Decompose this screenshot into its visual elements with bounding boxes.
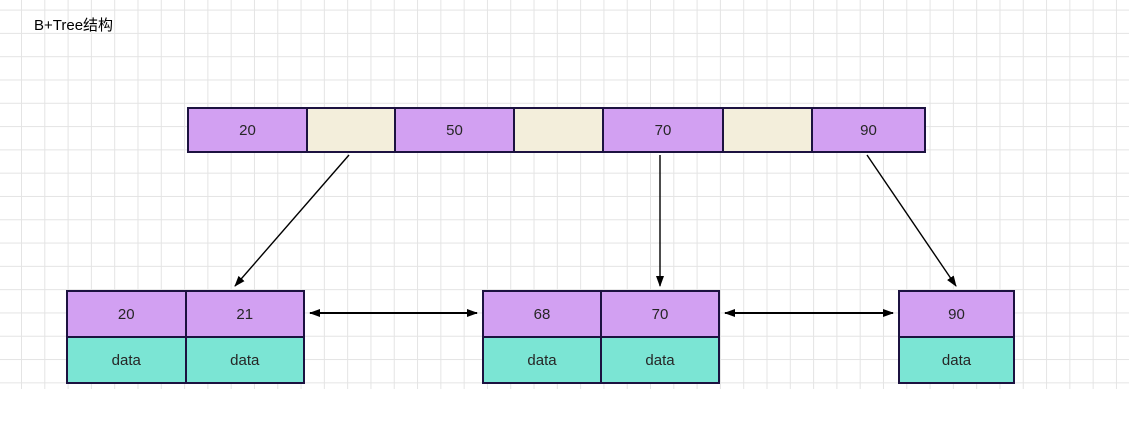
root-key-cell[interactable]: 20	[189, 109, 306, 151]
leaf-3-key-row: 90	[900, 292, 1013, 336]
leaf-3-data-row: data	[900, 336, 1013, 382]
leaf-data-cell[interactable]: data	[484, 338, 600, 382]
diagram-title: B+Tree结构	[34, 17, 114, 34]
leaf-data-cell[interactable]: data	[184, 338, 303, 382]
root-pointer-cell[interactable]	[513, 109, 602, 151]
leaf-key-cell[interactable]: 70	[600, 292, 718, 336]
leaf-2-key-row: 68 70	[484, 292, 718, 336]
leaf-node-3[interactable]: 90 data	[898, 290, 1015, 384]
root-key-cell[interactable]: 50	[394, 109, 513, 151]
leaf-1-key-row: 20 21	[68, 292, 303, 336]
leaf-2-data-row: data data	[484, 336, 718, 382]
root-pointer-cell[interactable]	[722, 109, 811, 151]
leaf-data-cell[interactable]: data	[68, 338, 185, 382]
leaf-node-1[interactable]: 20 21 data data	[66, 290, 305, 384]
leaf-data-cell[interactable]: data	[600, 338, 718, 382]
leaf-data-cell[interactable]: data	[900, 338, 1013, 382]
leaf-node-2[interactable]: 68 70 data data	[482, 290, 720, 384]
root-pointer-cell[interactable]	[306, 109, 394, 151]
root-key-cell[interactable]: 70	[602, 109, 722, 151]
root-node[interactable]: 20 50 70 90	[187, 107, 926, 153]
leaf-key-cell[interactable]: 20	[68, 292, 185, 336]
root-key-cell[interactable]: 90	[811, 109, 924, 151]
leaf-1-data-row: data data	[68, 336, 303, 382]
leaf-key-cell[interactable]: 90	[900, 292, 1013, 336]
leaf-key-cell[interactable]: 21	[184, 292, 303, 336]
leaf-key-cell[interactable]: 68	[484, 292, 600, 336]
